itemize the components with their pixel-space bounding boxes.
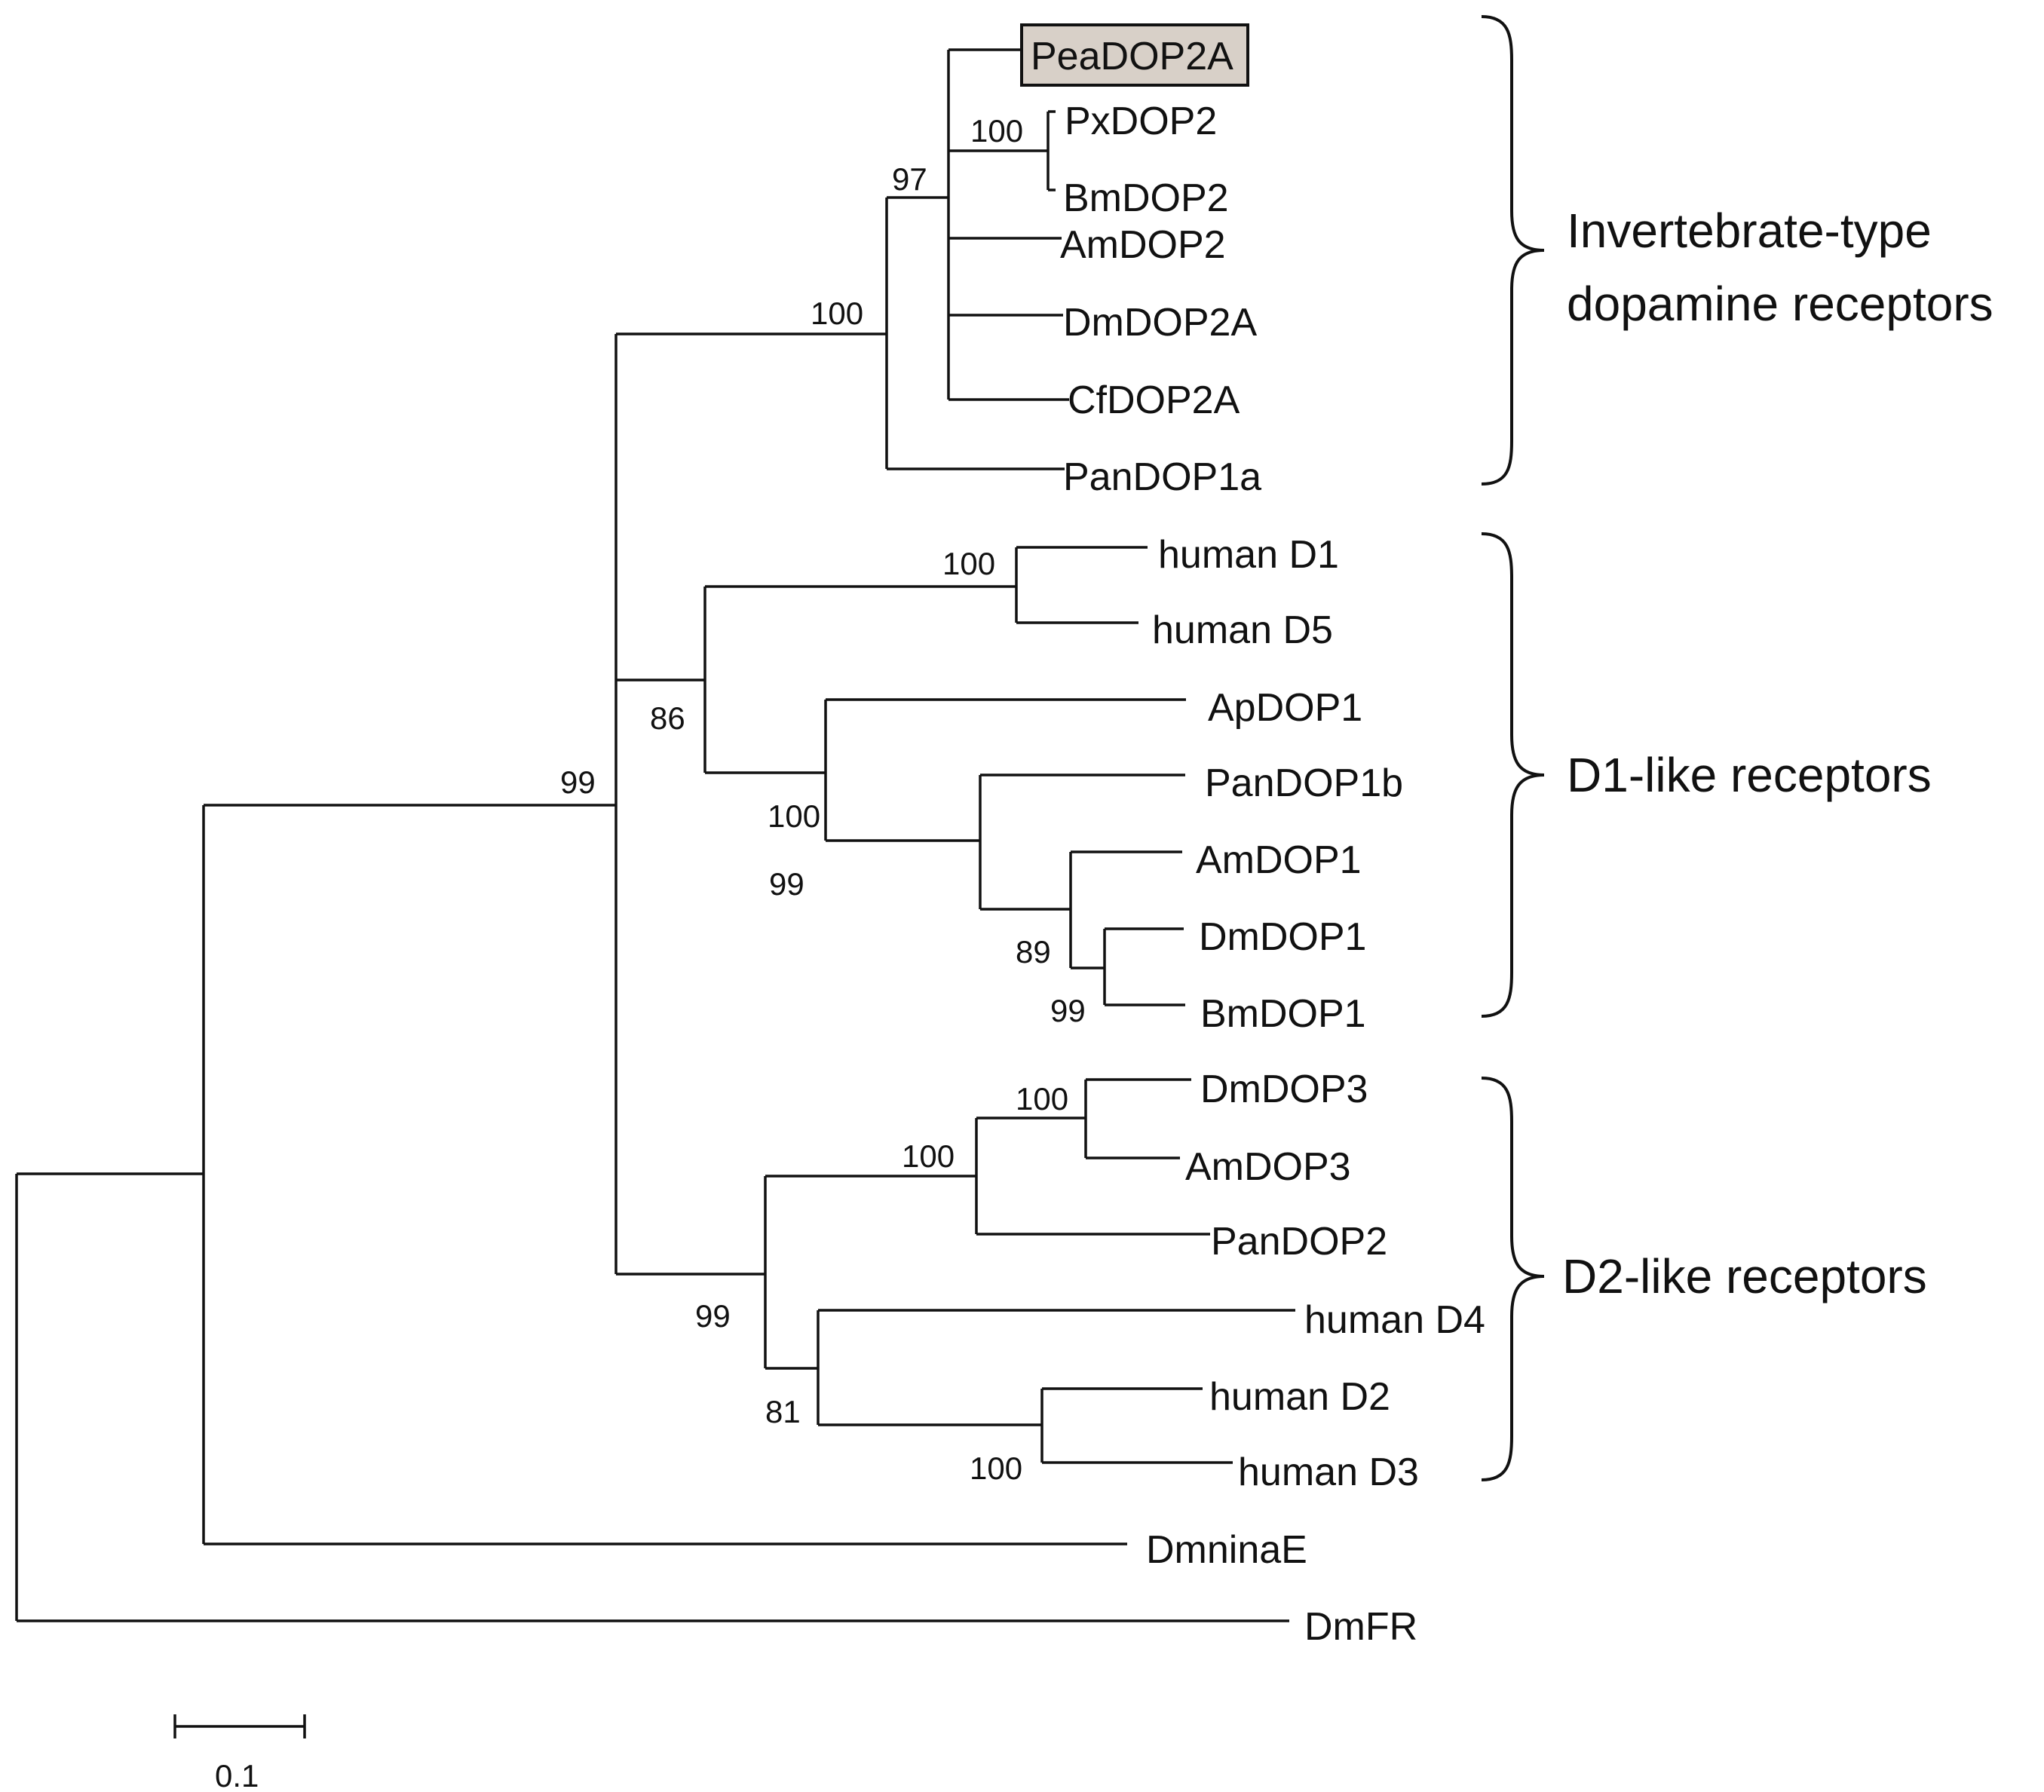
taxon-label: PanDOP1a: [1063, 455, 1261, 499]
bootstrap-value: 100: [902, 1138, 955, 1174]
group-labels: Invertebrate-type dopamine receptors D1-…: [1562, 204, 1993, 1303]
bootstrap-value: 86: [650, 700, 685, 736]
scale-bar-label: 0.1: [215, 1758, 259, 1792]
bootstrap-value: 99: [560, 764, 596, 800]
taxon-label: BmDOP1: [1200, 992, 1366, 1036]
taxon-label: AmDOP2: [1060, 223, 1226, 267]
group-label-d2-like: D2-like receptors: [1562, 1249, 1927, 1303]
d1-like-clade-branches: [703, 546, 1186, 1006]
bootstrap-value: 89: [1016, 934, 1051, 970]
highlight-box: [1020, 23, 1249, 87]
taxon-label: AmDOP3: [1185, 1145, 1351, 1189]
taxon-label: human D1: [1158, 533, 1339, 577]
taxon-label: PeaDOP2A: [1031, 35, 1233, 78]
bootstrap-value: 99: [695, 1298, 731, 1334]
scale-bar-line: [173, 1714, 306, 1738]
root-branches: [15, 804, 1289, 1622]
taxon-label: DmDOP1: [1199, 915, 1366, 959]
bootstrap-value: 100: [970, 1450, 1022, 1486]
group-label-invertebrate-line1: Invertebrate-type: [1567, 204, 1932, 258]
taxon-label: human D4: [1304, 1298, 1485, 1342]
bootstrap-value: 81: [765, 1394, 801, 1429]
bootstrap-value: 99: [1050, 993, 1086, 1028]
tree-branches: [15, 48, 1295, 1622]
taxon-label: human D3: [1238, 1450, 1419, 1494]
bootstrap-value: 100: [1016, 1081, 1068, 1117]
bootstrap-value: 100: [942, 546, 995, 581]
brace-d1-like: [1481, 532, 1545, 1018]
bootstrap-value: 97: [892, 161, 927, 197]
taxon-label: human D5: [1152, 608, 1333, 652]
group-braces: [1481, 15, 1545, 1481]
bootstrap-value: 99: [769, 866, 804, 902]
bootstrap-value: 100: [768, 798, 820, 834]
brace-d2-like: [1481, 1077, 1545, 1481]
taxon-label: PanDOP2: [1211, 1220, 1387, 1264]
d2-like-clade-branches: [764, 1078, 1295, 1464]
scale-bar: 0.1: [173, 1714, 306, 1792]
group-label-invertebrate-line2: dopamine receptors: [1567, 277, 1993, 331]
bootstrap-values: 100 97 100 100 86 99 100 99 89 99 100 10…: [560, 113, 1086, 1486]
taxon-label: DmDOP3: [1200, 1068, 1368, 1111]
taxon-label: DmFR: [1304, 1605, 1417, 1649]
brace-invertebrate-type: [1481, 15, 1545, 486]
taxon-labels: PeaDOP2A PxDOP2 BmDOP2 AmDOP2 DmDOP2A Cf…: [1031, 35, 1485, 1649]
taxon-label: DmDOP2A: [1063, 301, 1257, 345]
taxon-label: AmDOP1: [1196, 838, 1362, 882]
dopamine-receptor-node-branches: [614, 332, 887, 1276]
invertebrate-clade-branches: [885, 48, 1069, 470]
taxon-label: DmninaE: [1146, 1528, 1307, 1572]
taxon-label: PanDOP1b: [1205, 761, 1403, 805]
group-label-d1-like: D1-like receptors: [1567, 748, 1932, 802]
taxon-label: CfDOP2A: [1068, 378, 1240, 422]
bootstrap-value: 100: [811, 296, 863, 331]
taxon-label: PxDOP2: [1065, 100, 1217, 143]
taxon-label: human D2: [1209, 1375, 1390, 1419]
bootstrap-value: 100: [970, 113, 1023, 149]
taxon-label: ApDOP1: [1208, 686, 1362, 730]
taxon-label: BmDOP2: [1063, 176, 1229, 220]
